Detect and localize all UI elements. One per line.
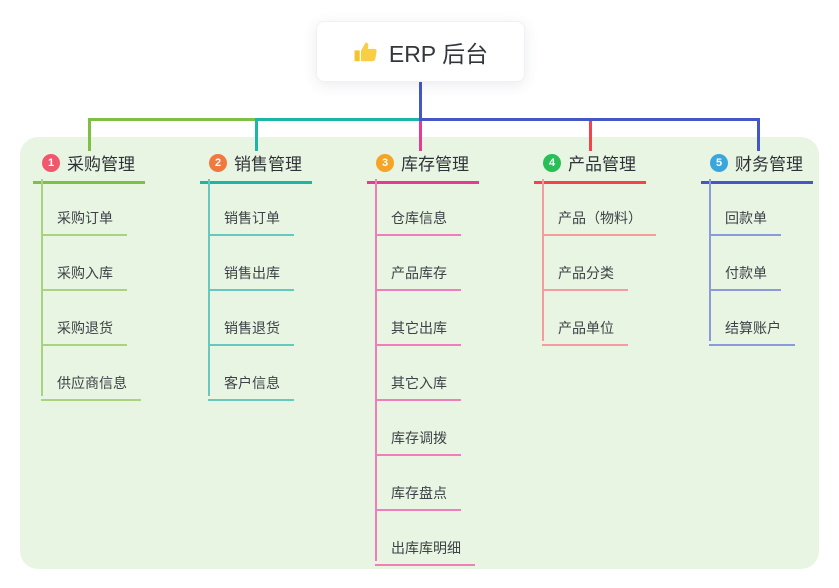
branch-number-badge: 3 bbox=[376, 153, 394, 172]
child-node[interactable]: 销售订单 bbox=[208, 184, 294, 236]
child-node[interactable]: 其它入库 bbox=[375, 346, 461, 401]
branch-header-inventory[interactable]: 3 库存管理 bbox=[367, 147, 479, 184]
child-node[interactable]: 其它出库 bbox=[375, 291, 461, 346]
connector-bus-left bbox=[88, 118, 258, 121]
branch-inventory: 3 库存管理 仓库信息 产品库存 其它出库 其它入库 库存调拨 库存盘点 出库库… bbox=[367, 147, 479, 566]
branch-children: 回款单 付款单 结算账户 bbox=[709, 184, 813, 346]
child-node[interactable]: 库存盘点 bbox=[375, 456, 461, 511]
branch-children: 采购订单 采购入库 采购退货 供应商信息 bbox=[41, 184, 145, 401]
branch-label: 财务管理 bbox=[735, 155, 803, 174]
connector-bus-midleft bbox=[255, 118, 422, 121]
branch-product: 4 产品管理 产品（物料） 产品分类 产品单位 bbox=[534, 147, 656, 346]
branch-children: 产品（物料） 产品分类 产品单位 bbox=[542, 184, 656, 346]
child-node[interactable]: 仓库信息 bbox=[375, 184, 461, 236]
connector-drop-purchase bbox=[88, 118, 91, 151]
root-node[interactable]: ERP 后台 bbox=[316, 21, 525, 82]
child-node[interactable]: 结算账户 bbox=[709, 291, 795, 346]
branch-number-badge: 4 bbox=[543, 153, 561, 172]
branch-spine-line bbox=[375, 179, 377, 561]
child-node[interactable]: 采购订单 bbox=[41, 184, 127, 236]
branch-children: 销售订单 销售出库 销售退货 客户信息 bbox=[208, 184, 312, 401]
child-node[interactable]: 产品（物料） bbox=[542, 184, 656, 236]
branch-spine-line bbox=[709, 179, 711, 341]
branch-spine-line bbox=[208, 179, 210, 396]
branch-sales: 2 销售管理 销售订单 销售出库 销售退货 客户信息 bbox=[200, 147, 312, 401]
branch-header-sales[interactable]: 2 销售管理 bbox=[200, 147, 312, 184]
connector-drop-inventory bbox=[419, 118, 422, 151]
branch-spine-line bbox=[542, 179, 544, 341]
child-node[interactable]: 库存调拨 bbox=[375, 401, 461, 456]
child-node[interactable]: 产品单位 bbox=[542, 291, 628, 346]
child-node[interactable]: 供应商信息 bbox=[41, 346, 141, 401]
child-node[interactable]: 采购退货 bbox=[41, 291, 127, 346]
connector-bus-right bbox=[419, 118, 760, 121]
connector-drop-finance bbox=[757, 118, 760, 151]
connector-drop-product bbox=[589, 118, 592, 151]
child-node[interactable]: 销售出库 bbox=[208, 236, 294, 291]
child-node[interactable]: 出库库明细 bbox=[375, 511, 475, 566]
child-node[interactable]: 付款单 bbox=[709, 236, 781, 291]
branch-children: 仓库信息 产品库存 其它出库 其它入库 库存调拨 库存盘点 出库库明细 bbox=[375, 184, 479, 566]
branch-label: 产品管理 bbox=[568, 155, 636, 174]
branch-label: 库存管理 bbox=[401, 155, 469, 174]
child-node[interactable]: 客户信息 bbox=[208, 346, 294, 401]
branch-label: 采购管理 bbox=[67, 155, 135, 174]
thumbs-up-icon bbox=[354, 42, 377, 61]
branch-spine-line bbox=[41, 179, 43, 396]
connector-drop-sales bbox=[255, 118, 258, 151]
root-stem-line bbox=[419, 82, 422, 121]
branch-label: 销售管理 bbox=[234, 155, 302, 174]
branch-header-purchase[interactable]: 1 采购管理 bbox=[33, 147, 145, 184]
branch-finance: 5 财务管理 回款单 付款单 结算账户 bbox=[701, 147, 813, 346]
branch-number-badge: 2 bbox=[209, 153, 227, 172]
root-title: ERP 后台 bbox=[388, 40, 489, 67]
child-node[interactable]: 采购入库 bbox=[41, 236, 127, 291]
branch-header-product[interactable]: 4 产品管理 bbox=[534, 147, 646, 184]
branch-header-finance[interactable]: 5 财务管理 bbox=[701, 147, 813, 184]
child-node[interactable]: 产品分类 bbox=[542, 236, 628, 291]
branch-purchase: 1 采购管理 采购订单 采购入库 采购退货 供应商信息 bbox=[33, 147, 145, 401]
branch-number-badge: 1 bbox=[42, 153, 60, 172]
branch-number-badge: 5 bbox=[710, 153, 728, 172]
branches-panel bbox=[20, 137, 819, 569]
child-node[interactable]: 回款单 bbox=[709, 184, 781, 236]
child-node[interactable]: 产品库存 bbox=[375, 236, 461, 291]
child-node[interactable]: 销售退货 bbox=[208, 291, 294, 346]
